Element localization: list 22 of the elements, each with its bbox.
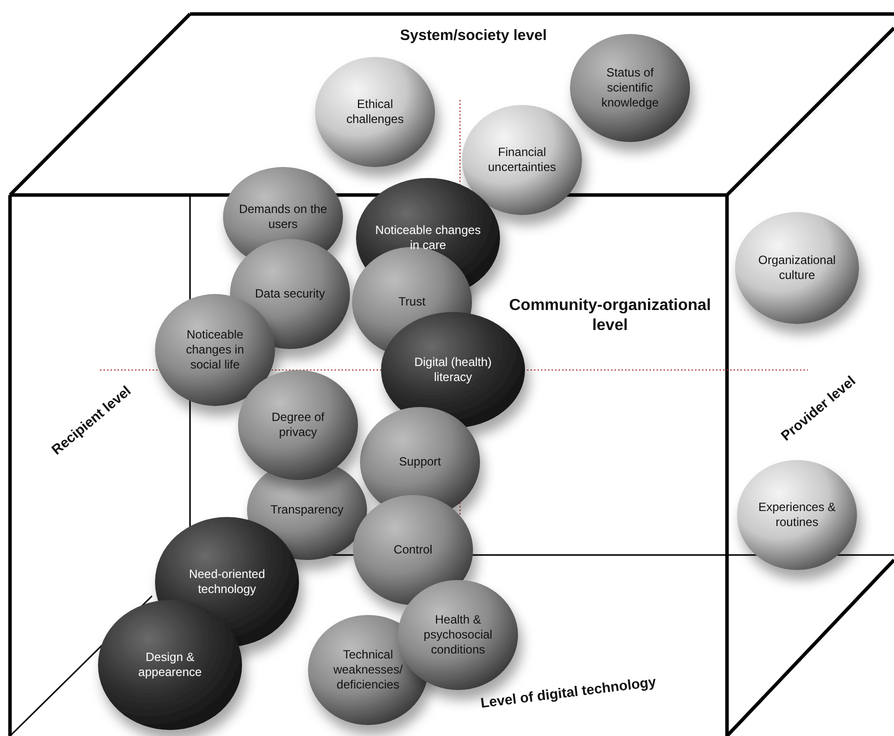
sphere-label: Design & appearence — [137, 650, 203, 680]
sphere-label: Support — [398, 454, 442, 470]
sphere-label: Trust — [398, 294, 426, 310]
sphere-label: Digital (health) literacy — [413, 355, 493, 385]
sphere-label: Experiences & routines — [757, 500, 837, 530]
sphere-label: Technical weaknesses/ deficiencies — [332, 648, 404, 692]
sphere-label: Health & psychosocial conditions — [422, 612, 494, 658]
sphere-label: Control — [392, 542, 434, 558]
sphere-label: Ethical challenges — [345, 97, 405, 127]
sphere-label: Noticeable changes in care — [374, 223, 482, 253]
sphere-label: Financial uncertainties — [486, 145, 558, 175]
sphere-label: Organizational culture — [757, 253, 837, 283]
sphere-label: Degree of privacy — [270, 410, 326, 440]
sphere-label: Status of scientific knowledge — [600, 66, 660, 110]
sphere-label: Demands on the users — [238, 202, 328, 232]
level-label: Community-organizational level — [508, 296, 712, 336]
level-label: System/society level — [400, 26, 547, 46]
sphere-label: Noticeable changes in social life — [184, 328, 246, 372]
sphere-label: Data security — [254, 286, 326, 302]
sphere-label: Transparency — [270, 502, 344, 518]
level-label: Level of digital technology — [479, 672, 658, 713]
sphere-label: Need-oriented technology — [188, 567, 266, 597]
